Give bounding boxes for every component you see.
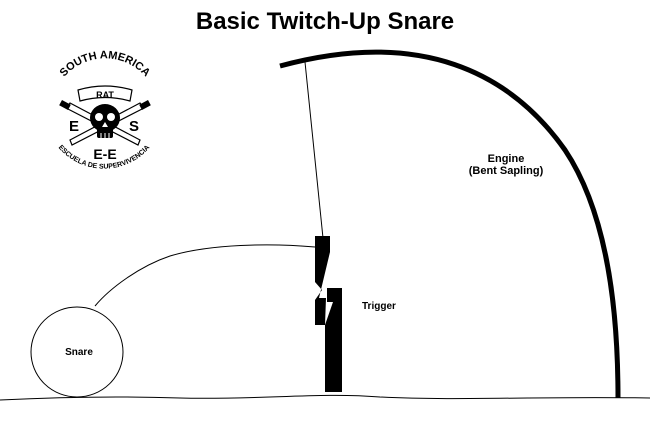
trigger-cord xyxy=(304,61,324,239)
snare-loop xyxy=(30,306,124,398)
logo-banner xyxy=(77,85,133,102)
diagram-title: Basic Twitch-Up Snare xyxy=(195,8,455,35)
engine-label: Engine xyxy=(488,153,525,165)
engine-sublabel: (Bent Sapling) xyxy=(469,165,544,177)
school-logo: SOUTH AMERICA ESCUELA DE SUPERVIVENCIA R… xyxy=(57,49,153,170)
trigger-lower-stake xyxy=(325,288,342,392)
logo-banner-text: RAT xyxy=(96,90,114,100)
trigger-label: Trigger xyxy=(362,301,396,312)
snare-label: Snare xyxy=(65,347,93,358)
skull-icon xyxy=(90,104,120,138)
snare-cord xyxy=(94,244,316,307)
logo-left-letter: E xyxy=(69,118,79,135)
logo-center-text: E-E xyxy=(93,146,116,162)
ground-line xyxy=(0,394,650,401)
bent-sapling xyxy=(279,49,621,399)
trigger-upper-piece xyxy=(315,236,330,325)
logo-right-letter: S xyxy=(129,118,139,135)
logo-arc-top-text: SOUTH AMERICA xyxy=(58,49,153,79)
